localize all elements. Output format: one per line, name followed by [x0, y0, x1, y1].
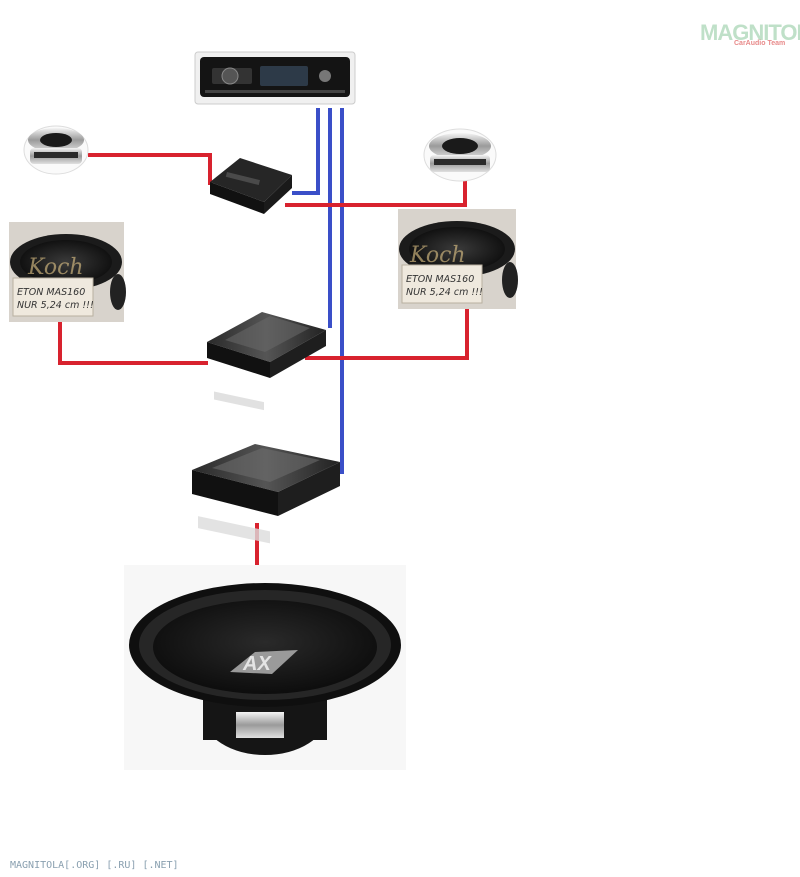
- tweeter-amplifier-icon: [210, 158, 292, 214]
- speaker-wires: [58, 153, 469, 580]
- signal-wires: [292, 108, 344, 474]
- watermark-right: Koch: [409, 243, 466, 268]
- subwoofer-icon: AX: [124, 565, 406, 770]
- midbass-right-icon: Koch ETON MAS160 NUR 5,24 cm !!!: [398, 209, 518, 309]
- subwoofer-badge: AX: [242, 653, 272, 675]
- speaker-wire-midbass-right: [305, 308, 469, 360]
- midbass-amplifier-icon: [207, 312, 326, 411]
- midbass-left-icon: Koch ETON MAS160 NUR 5,24 cm !!!: [9, 222, 126, 322]
- signal-wire-tweeter-amp: [292, 108, 320, 195]
- logo-sub-text: CarAudio Team: [734, 40, 786, 47]
- midbass-right-label-2: NUR 5,24 cm !!!: [406, 287, 483, 298]
- midbass-left-label-1: ETON MAS160: [17, 287, 85, 298]
- magnitola-logo: MAGNITOLA CarAudio Team: [700, 20, 800, 50]
- speaker-wire-tweeter-left: [88, 153, 212, 185]
- logo-main-text: MAGNITOLA: [700, 20, 800, 45]
- midbass-left-label-2: NUR 5,24 cm !!!: [17, 300, 94, 311]
- tweeter-left-icon: [23, 125, 89, 175]
- footer-watermark: MAGNITOLA[.ORG] [.RU] [.NET]: [10, 860, 179, 871]
- subwoofer-amplifier-icon: [192, 444, 340, 544]
- watermark-left: Koch: [27, 255, 84, 280]
- speaker-wire-tweeter-right: [285, 178, 467, 207]
- midbass-right-label-1: ETON MAS160: [406, 274, 474, 285]
- head-unit-icon: [194, 51, 356, 105]
- speaker-wire-midbass-left: [58, 322, 208, 365]
- tweeter-right-icon: [423, 128, 497, 182]
